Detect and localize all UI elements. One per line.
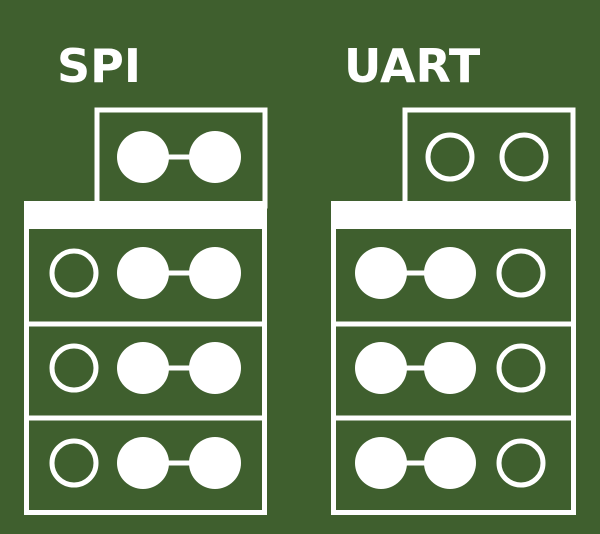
spi-label: SPI	[57, 39, 141, 93]
uart-row1-pad-filled	[355, 247, 407, 299]
uart-header: UART	[331, 39, 576, 515]
uart-row1-pad-filled	[424, 247, 476, 299]
uart-top-pad-open	[425, 132, 475, 182]
spi-row3-pad-filled	[117, 437, 169, 489]
uart-pads	[355, 132, 549, 489]
uart-top-pad-open	[499, 132, 549, 182]
spi-row2-pad-filled	[189, 342, 241, 394]
uart-row2-pad-filled	[355, 342, 407, 394]
spi-row1-pad-filled	[117, 247, 169, 299]
uart-outline	[331, 201, 576, 515]
spi-row3-pad-open	[49, 438, 99, 488]
spi-top-pad-filled	[117, 131, 169, 183]
uart-row1-pad-open	[496, 248, 546, 298]
spi-row1-pad-open	[49, 248, 99, 298]
uart-row3-pad-filled	[355, 437, 407, 489]
spi-row2-pad-open	[49, 343, 99, 393]
uart-label: UART	[344, 39, 481, 93]
uart-row2-pad-filled	[424, 342, 476, 394]
uart-row2-pad-open	[496, 343, 546, 393]
uart-row3-pad-filled	[424, 437, 476, 489]
spi-row3-pad-filled	[189, 437, 241, 489]
spi-header: SPI	[24, 39, 268, 515]
spi-outline	[24, 201, 267, 515]
uart-row3-pad-open	[496, 438, 546, 488]
spi-top-pad-filled	[189, 131, 241, 183]
spi-row2-pad-filled	[117, 342, 169, 394]
spi-pads	[49, 131, 241, 489]
spi-row1-pad-filled	[189, 247, 241, 299]
